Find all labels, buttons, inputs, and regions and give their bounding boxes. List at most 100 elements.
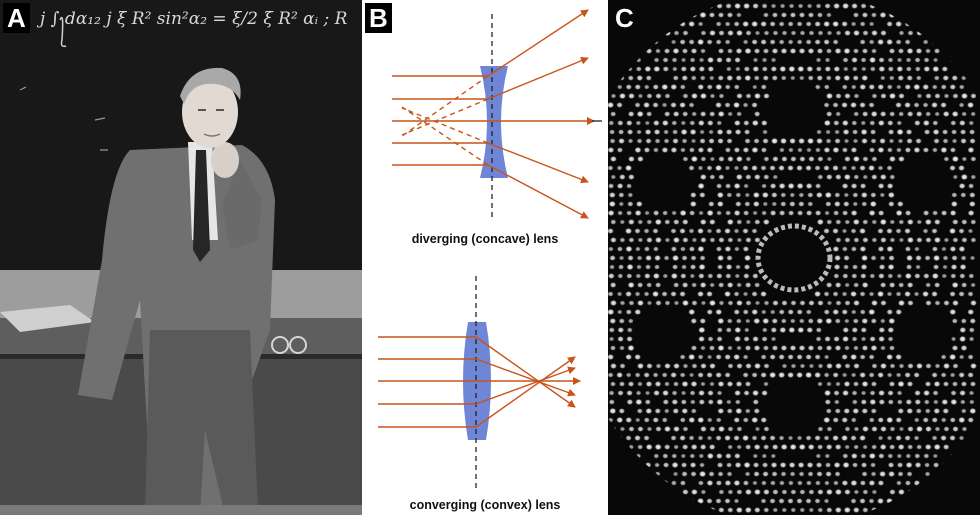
pattern-spot bbox=[715, 417, 722, 423]
pattern-spot bbox=[716, 191, 724, 199]
pattern-spot bbox=[853, 426, 860, 432]
pattern-spot bbox=[943, 156, 950, 162]
pattern-spot bbox=[743, 264, 751, 270]
pattern-spot bbox=[886, 182, 894, 190]
pattern-spot bbox=[751, 102, 758, 108]
pattern-spot bbox=[645, 138, 652, 144]
pattern-spot bbox=[688, 39, 695, 45]
pattern-spot bbox=[815, 327, 822, 333]
pattern-spot bbox=[913, 146, 921, 154]
pattern-spot bbox=[626, 263, 634, 271]
pattern-spot bbox=[787, 309, 794, 315]
pattern-spot bbox=[608, 273, 615, 279]
pattern-spot bbox=[778, 354, 785, 360]
pattern-spot bbox=[906, 381, 914, 387]
pattern-spot bbox=[779, 3, 786, 9]
pattern-spot bbox=[860, 336, 867, 342]
pattern-spot bbox=[634, 434, 641, 442]
pattern-spot bbox=[733, 21, 740, 27]
pattern-spot bbox=[680, 57, 687, 63]
pattern-spot bbox=[871, 156, 878, 162]
pattern-spot bbox=[753, 174, 761, 180]
pattern-spot bbox=[869, 273, 876, 279]
pattern-spot bbox=[861, 137, 868, 145]
pattern-spot bbox=[635, 66, 642, 72]
pattern-spot bbox=[724, 290, 732, 298]
pattern-spot bbox=[788, 147, 794, 153]
pattern-spot bbox=[616, 147, 624, 153]
pattern-spot bbox=[717, 75, 724, 81]
pattern-spot bbox=[832, 291, 839, 297]
pattern-spot bbox=[871, 219, 878, 225]
pattern-spot bbox=[950, 263, 958, 271]
pattern-spot bbox=[869, 336, 876, 342]
pattern-spot bbox=[769, 210, 777, 216]
pattern-spot bbox=[754, 219, 761, 225]
pattern-spot bbox=[626, 210, 633, 216]
pattern-spot bbox=[806, 326, 814, 334]
pattern-spot bbox=[798, 47, 806, 55]
pattern-spot bbox=[834, 192, 841, 198]
pattern-spot bbox=[958, 372, 965, 378]
pattern-spot bbox=[844, 237, 851, 243]
pattern-spot bbox=[859, 21, 866, 27]
pattern-spot bbox=[708, 299, 717, 307]
pattern-spot bbox=[733, 119, 741, 127]
pattern-spot bbox=[690, 408, 697, 414]
pattern-spot bbox=[752, 462, 760, 468]
pattern-spot bbox=[841, 291, 848, 297]
pattern-spot bbox=[896, 65, 904, 73]
pattern-spot bbox=[662, 273, 669, 279]
pattern-spot bbox=[616, 182, 624, 190]
pattern-spot bbox=[752, 453, 759, 459]
pattern-spot bbox=[745, 318, 751, 324]
pattern-spot bbox=[825, 92, 834, 100]
pattern-spot bbox=[898, 363, 905, 369]
pattern-spot bbox=[697, 83, 705, 91]
pattern-spot bbox=[932, 128, 940, 136]
pattern-spot bbox=[670, 102, 677, 108]
pattern-spot bbox=[697, 182, 705, 190]
pattern-spot bbox=[823, 119, 831, 127]
pattern-spot bbox=[906, 236, 914, 244]
pattern-spot bbox=[760, 290, 767, 298]
pattern-spot bbox=[798, 443, 806, 451]
pattern-spot bbox=[949, 291, 956, 297]
pattern-spot bbox=[654, 218, 662, 226]
pattern-spot bbox=[608, 209, 615, 217]
pattern-spot bbox=[609, 129, 616, 135]
pattern-spot bbox=[679, 291, 686, 297]
pattern-spot bbox=[643, 84, 650, 90]
pattern-spot bbox=[770, 57, 777, 63]
pattern-spot bbox=[646, 426, 653, 432]
pattern-spot bbox=[968, 273, 975, 279]
pattern-spot bbox=[852, 75, 859, 81]
pattern-spot bbox=[933, 399, 939, 405]
pattern-spot bbox=[879, 470, 887, 478]
pattern-spot bbox=[609, 299, 617, 307]
pattern-spot bbox=[690, 443, 698, 451]
pattern-spot bbox=[942, 255, 949, 261]
pattern-spot bbox=[789, 443, 797, 451]
pattern-spot bbox=[868, 56, 877, 64]
pattern-spot bbox=[797, 480, 803, 486]
pattern-spot bbox=[788, 65, 796, 73]
pattern-spot bbox=[907, 426, 914, 432]
pattern-spot bbox=[727, 111, 733, 117]
pattern-spot bbox=[625, 245, 633, 253]
pattern-spot bbox=[859, 102, 866, 108]
pattern-spot bbox=[763, 444, 770, 450]
pattern-spot bbox=[682, 30, 689, 36]
pattern-spot bbox=[635, 200, 643, 208]
pattern-spot bbox=[780, 345, 788, 351]
pattern-spot bbox=[816, 317, 824, 325]
pattern-spot bbox=[690, 48, 698, 54]
pattern-spot bbox=[817, 30, 824, 36]
pattern-spot bbox=[787, 498, 794, 504]
pattern-spot bbox=[879, 173, 887, 181]
pattern-spot bbox=[664, 93, 671, 99]
pattern-spot bbox=[859, 39, 866, 45]
pattern-spot bbox=[843, 506, 851, 514]
pattern-spot bbox=[817, 300, 824, 306]
pattern-spot bbox=[652, 84, 659, 90]
